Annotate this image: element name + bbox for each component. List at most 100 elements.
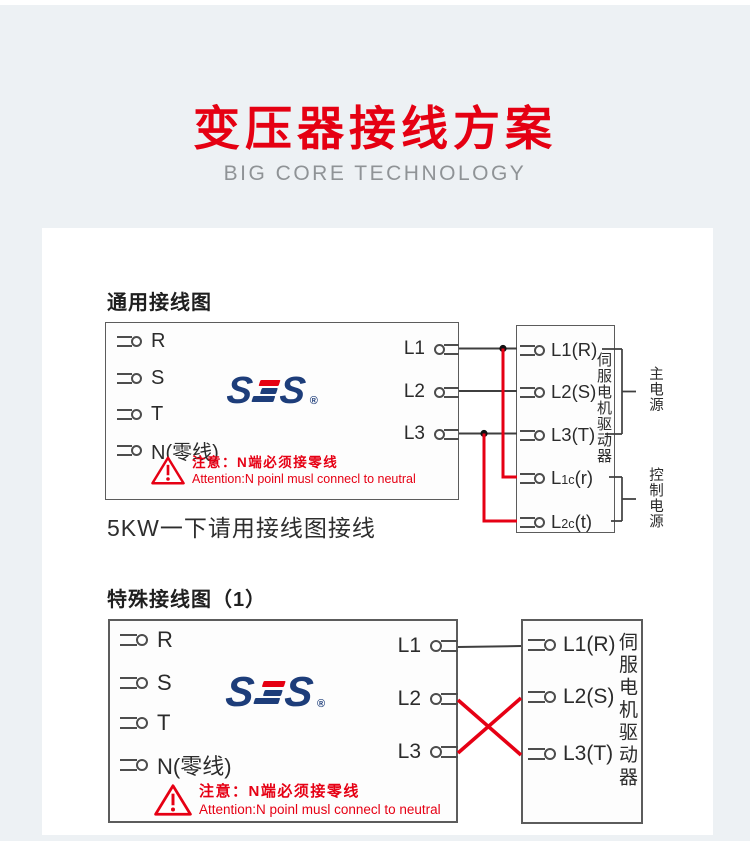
terminal-plug-icon: [430, 746, 458, 758]
driver-name-vertical: 伺服电机驱动器: [595, 352, 612, 464]
red-cross-wire-l2-to-l3t: [456, 698, 523, 757]
driver-terminal-l2s: L2(S): [520, 379, 596, 405]
terminal-label: L: [551, 467, 562, 488]
output-terminal-l1: L1: [375, 336, 459, 362]
input-terminal-t: T: [120, 710, 170, 736]
terminal-label: L3: [563, 742, 587, 765]
warning-triangle-icon: [154, 784, 192, 816]
output-terminal-l3: L3: [375, 421, 459, 447]
registered-mark: ®: [309, 395, 318, 407]
terminal-label: L2: [563, 685, 587, 708]
page-title: 变压器接线方案: [193, 102, 557, 155]
terminal-label: L3: [551, 424, 572, 445]
terminal-plug-icon: [120, 759, 148, 771]
terminal-label: L3: [397, 740, 421, 763]
ses-logo-e-icon: [251, 380, 281, 402]
warning-text-en: Attention:N poinl musl connecl to neutra…: [192, 471, 416, 486]
brand-subtitle: BIG CORE TECHNOLOGY: [223, 162, 527, 185]
driver-terminal-l2c: L2c(t): [520, 509, 592, 535]
red-wire-to-l1c: [501, 348, 517, 479]
ses-logo: S S ®: [224, 370, 318, 412]
input-terminal-n: N(零线): [120, 752, 232, 779]
driver-name-vertical: 伺服电机驱动器: [616, 632, 637, 790]
junction-dot-l3: [480, 429, 488, 438]
terminal-plug-icon: [430, 640, 458, 652]
warning-triangle-icon: [151, 456, 185, 485]
terminal-label: L3: [403, 423, 425, 444]
terminal-label: T: [151, 402, 164, 425]
terminal-label: N(零线): [157, 754, 232, 779]
ses-logo-s-left: S: [224, 370, 255, 412]
terminal-label: L2: [397, 687, 421, 710]
section-heading-general: 通用接线图: [107, 292, 212, 314]
driver-terminal-l3t: L3(T): [520, 422, 595, 448]
terminal-plug-icon: [528, 748, 556, 760]
warning-note: 注意：N端必须接零线 Attention:N poinl musl connec…: [154, 783, 441, 819]
input-terminal-s: S: [117, 365, 164, 391]
output-terminal-l3: L3: [360, 739, 458, 765]
output-terminal-l2: L2: [360, 686, 458, 712]
warning-text-cn: 注意：N端必须接零线: [192, 455, 339, 470]
top-white-strip: [0, 0, 750, 5]
output-terminal-l1: L1: [360, 633, 458, 659]
warning-text-en: Attention:N poinl musl connecl to neutra…: [199, 801, 441, 817]
driver-terminal-l1c: L1c(r): [520, 465, 593, 491]
terminal-plug-icon: [528, 691, 556, 703]
red-wire-to-l2c: [482, 433, 517, 523]
junction-dot-l1: [499, 344, 507, 353]
terminal-label: L1: [397, 634, 421, 657]
general-wiring-diagram: R S T N(零线) S S ® 注意：N端必须接零线 Attention:N…: [105, 322, 665, 537]
terminal-plug-icon: [520, 472, 545, 484]
transformer-box: [108, 619, 458, 823]
driver-terminal-l3t: L3(T): [528, 741, 613, 767]
section-heading-special: 特殊接线图（1）: [107, 589, 267, 611]
input-terminal-s: S: [120, 670, 172, 696]
terminal-label: L1: [563, 633, 587, 656]
terminal-plug-icon: [434, 428, 459, 440]
terminal-plug-icon: [430, 693, 458, 705]
ses-logo-s-right: S: [282, 668, 316, 715]
terminal-label: S: [151, 366, 165, 389]
terminal-plug-icon: [117, 335, 142, 347]
terminal-plug-icon: [117, 408, 142, 420]
terminal-label: L1: [403, 338, 425, 359]
note-under-diagram: 5KW一下请用接线图接线: [107, 515, 376, 541]
driver-terminal-l2s: L2(S): [528, 684, 614, 710]
terminal-label: R: [157, 627, 173, 652]
terminal-plug-icon: [120, 634, 148, 646]
terminal-plug-icon: [120, 677, 148, 689]
servo-driver-box: [516, 325, 615, 533]
registered-mark: ®: [317, 698, 326, 710]
terminal-plug-icon: [120, 717, 148, 729]
terminal-plug-icon: [520, 429, 545, 441]
terminal-label: L2: [403, 381, 425, 402]
terminal-plug-icon: [117, 444, 142, 456]
wire-l1: [457, 645, 522, 648]
power-group-main-label: 主电源: [647, 366, 663, 413]
input-terminal-r: R: [120, 627, 173, 653]
terminal-plug-icon: [117, 372, 142, 384]
input-terminal-r: R: [117, 328, 165, 354]
red-cross-wire-l3-to-l2s: [456, 696, 523, 755]
input-terminal-t: T: [117, 401, 163, 427]
ses-logo-e-icon: [253, 680, 286, 704]
terminal-plug-icon: [520, 344, 545, 356]
output-terminal-l2: L2: [375, 379, 459, 405]
terminal-plug-icon: [434, 386, 459, 398]
terminal-label: R: [151, 329, 166, 352]
terminal-label: L: [551, 511, 562, 532]
warning-text-cn: 注意：N端必须接零线: [199, 783, 360, 800]
special-wiring-diagram: R S T N(零线) S S ® 注意：N端必须接零线 Attention:N…: [108, 619, 648, 825]
terminal-label: L1: [551, 339, 572, 360]
terminal-label: T: [157, 710, 171, 735]
ses-logo-s-left: S: [223, 668, 257, 715]
warning-note: 注意：N端必须接零线 Attention:N poinl musl connec…: [151, 455, 416, 488]
terminal-plug-icon: [528, 639, 556, 651]
power-group-control-label: 控制电源: [647, 467, 663, 529]
terminal-plug-icon: [434, 343, 459, 355]
ses-logo: S S ®: [223, 668, 326, 715]
driver-terminal-l1r: L1(R): [520, 337, 597, 363]
ses-logo-s-right: S: [278, 370, 308, 412]
terminal-plug-icon: [520, 516, 545, 528]
terminal-label: L2: [551, 381, 572, 402]
